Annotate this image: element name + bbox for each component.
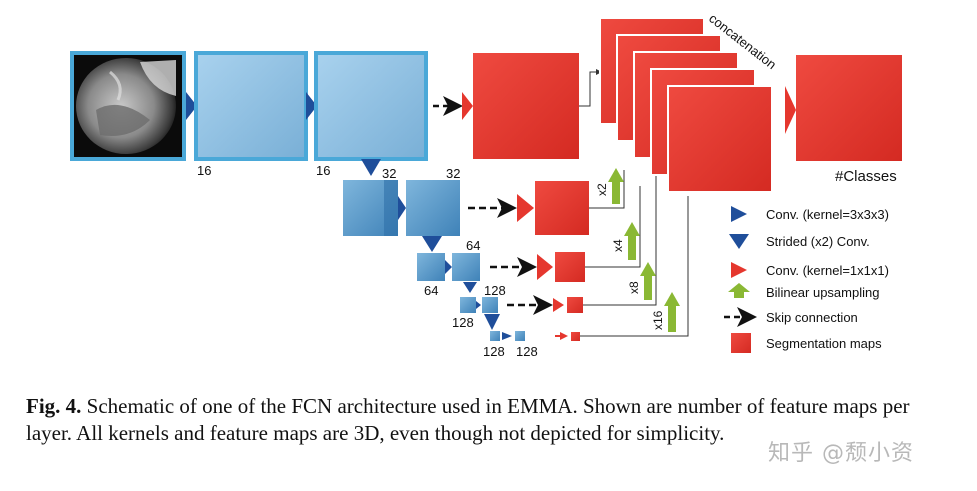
- legend-conv-icon: [731, 206, 747, 222]
- classes-label: #Classes: [835, 168, 897, 185]
- caption-text: Schematic of one of the FCN architecture…: [26, 394, 910, 445]
- maps-label-16b: 16: [316, 163, 330, 178]
- upsample-label-x2: x2: [595, 183, 609, 196]
- conv-1x1x1-arrow: [517, 194, 534, 222]
- feature-map-128d: [515, 331, 525, 341]
- concat-connector: [579, 71, 600, 107]
- maps-label-32a: 32: [382, 166, 396, 181]
- upsample-label-x4: x4: [611, 239, 625, 252]
- feature-map-64b: [452, 253, 480, 281]
- maps-label-16a: 16: [197, 163, 211, 178]
- conv-1x1x1-arrow: [553, 298, 564, 312]
- caption-label: Fig. 4.: [26, 394, 82, 418]
- figure-caption: Fig. 4. Schematic of one of the FCN arch…: [26, 393, 951, 447]
- feature-map-16a: [194, 51, 308, 161]
- feature-map-32b: [406, 180, 460, 236]
- classes-map: [796, 55, 902, 161]
- legend-strided-icon: [729, 234, 749, 249]
- maps-label-32b: 32: [446, 166, 460, 181]
- watermark: 知乎 @颓小资: [768, 441, 914, 466]
- conv-3x3x3-arrow: [445, 260, 452, 274]
- conv-1x1x1-arrow: [785, 86, 796, 134]
- strided-conv-arrow: [361, 159, 381, 176]
- maps-label-128c: 128: [483, 344, 505, 359]
- upsample-label-x8: x8: [627, 281, 641, 294]
- maps-label-128d: 128: [516, 344, 538, 359]
- maps-label-128a: 128: [452, 315, 474, 330]
- legend-segmaps-icon: [731, 333, 751, 353]
- conv-3x3x3-arrow: [306, 92, 317, 120]
- red-map-3: [555, 252, 585, 282]
- red-map-2: [535, 181, 589, 235]
- strided-conv-arrow: [422, 236, 442, 252]
- red-map-1: [473, 53, 579, 159]
- red-map-4: [567, 297, 583, 313]
- upsampling-arrow-x2: [608, 168, 624, 204]
- legend-skip-label: Skip connection: [766, 310, 858, 325]
- conv-1x1x1-arrow: [560, 332, 568, 340]
- upsampling-arrow-x16: [664, 292, 680, 332]
- maps-label-128b: 128: [484, 283, 506, 298]
- strided-conv-arrow: [484, 314, 500, 330]
- upsampling-arrow-x4: [624, 222, 640, 260]
- conv-3x3x3-arrow: [476, 301, 481, 309]
- legend-strided-label: Strided (x2) Conv.: [766, 234, 870, 249]
- legend-conv1-icon: [731, 262, 747, 278]
- legend-conv-label: Conv. (kernel=3x3x3): [766, 207, 889, 222]
- upsampling-arrow-x8: [640, 262, 656, 300]
- upsample-label-x16: x16: [651, 310, 665, 330]
- conv-3x3x3-arrow: [398, 196, 406, 220]
- input-mri-image: [70, 51, 186, 161]
- conv-3x3x3-arrow: [186, 92, 197, 120]
- conv-1x1x1-arrow: [462, 92, 473, 120]
- legend-segmaps-label: Segmentation maps: [766, 336, 882, 351]
- feature-map-64a: [417, 253, 445, 281]
- strided-conv-arrow: [463, 282, 477, 293]
- legend-conv1-label: Conv. (kernel=1x1x1): [766, 263, 889, 278]
- feature-map-128a: [460, 297, 476, 313]
- red-map-5: [571, 332, 580, 341]
- conv-3x3x3-arrow: [502, 332, 512, 340]
- concatenation-stack: [599, 17, 773, 193]
- feature-map-128c: [490, 331, 500, 341]
- fcn-architecture-diagram: 16 16 32 32 x2 64 64 x4 128 128 x8: [70, 11, 902, 359]
- maps-label-64a: 64: [424, 283, 438, 298]
- conv-1x1x1-arrow: [537, 254, 553, 280]
- legend-upsampling-icon: [728, 283, 750, 298]
- legend: Conv. (kernel=3x3x3) Strided (x2) Conv. …: [724, 206, 889, 353]
- legend-upsampling-label: Bilinear upsampling: [766, 285, 879, 300]
- maps-label-64b: 64: [466, 238, 480, 253]
- feature-map-128b: [482, 297, 498, 313]
- feature-map-16b: [314, 51, 428, 161]
